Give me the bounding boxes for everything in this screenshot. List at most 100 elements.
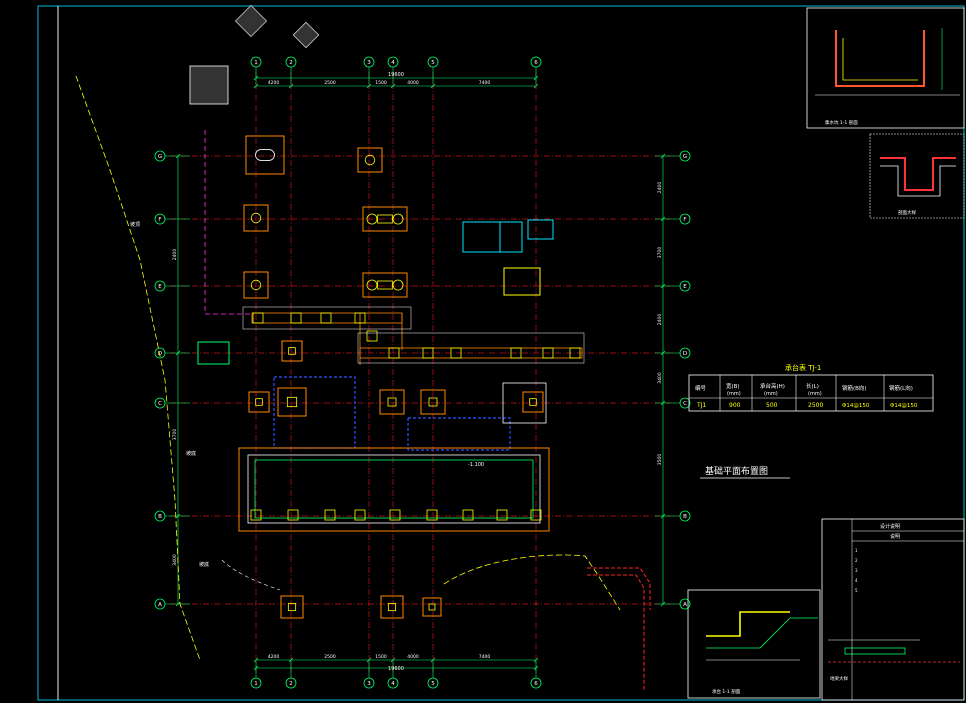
pile-cap — [380, 595, 404, 619]
total-dimension-bottom: 19600 — [388, 666, 404, 672]
axis-label-y: F — [683, 217, 686, 223]
title-block: 设计说明 说明 1 2 3 4 5 — [851, 519, 964, 700]
axis-label-y: D — [683, 351, 687, 357]
title-block-frame — [821, 518, 965, 701]
axis-label-x: 5 — [431, 60, 435, 66]
pile-core — [529, 398, 537, 406]
pile-cap — [379, 389, 405, 415]
axis-label-y: C — [683, 401, 687, 407]
title-block-item-4: 5 — [855, 588, 858, 593]
dim-text: 7400 — [479, 654, 491, 660]
pile-core — [286, 396, 298, 408]
water-tank-wall — [247, 454, 541, 524]
schedule-unit-1: (mm) — [727, 391, 741, 397]
column — [287, 509, 299, 521]
schedule-cell-3: 2500 — [808, 402, 823, 409]
left-note-0: 坡顶 — [130, 221, 140, 228]
axis-label-x: 2 — [289, 681, 293, 687]
detail-label-1: 集水坑 1-1 剖面 — [825, 119, 858, 126]
drain-line — [587, 567, 651, 610]
pile-core — [377, 280, 393, 290]
pile-core — [428, 397, 438, 407]
left-note-1: 坡底 — [186, 450, 196, 457]
pile-cap — [248, 391, 270, 413]
schedule-header-0: 编号 — [695, 384, 707, 392]
title-block-header: 设计说明 — [880, 523, 900, 530]
column — [426, 509, 438, 521]
title-block-item-0: 1 — [855, 548, 858, 553]
dim-text: 2400 — [172, 249, 178, 261]
tie-beam — [251, 312, 403, 324]
schedule-header-3: 长(L) — [806, 382, 819, 390]
schedule-cell-4: Φ14@150 — [842, 403, 870, 409]
schedule-header-2: 承台高(H) — [760, 382, 785, 390]
axis-label-x: 1 — [254, 681, 258, 687]
dim-text: 1500 — [375, 654, 387, 660]
axis-label-x: 6 — [534, 60, 538, 66]
title-block-sub: 说明 — [890, 533, 900, 540]
equipment-box — [462, 221, 501, 253]
slope-curve — [443, 554, 621, 611]
pile-circle — [366, 279, 378, 291]
axis-label-x: 1 — [254, 60, 258, 66]
dim-text: 1500 — [375, 80, 387, 86]
column — [354, 509, 366, 521]
equipment-box — [499, 221, 523, 253]
dim-text: 3700 — [172, 429, 178, 441]
slope-boundary-line — [75, 75, 201, 661]
pile-cap — [245, 135, 285, 175]
axis-label-x: 6 — [534, 681, 538, 687]
pile-cap — [280, 595, 304, 619]
pile-cap — [357, 147, 383, 173]
pile-core — [255, 398, 263, 406]
schedule-cell-0: TJ1 — [696, 402, 706, 409]
axis-label-y: F — [158, 217, 161, 223]
dim-text: 7400 — [479, 80, 491, 86]
pile-circle — [366, 213, 378, 225]
foundation-structure — [75, 5, 651, 690]
schedule-cell-2: 500 — [766, 402, 778, 409]
schedule-cell-1: 900 — [729, 402, 741, 409]
column — [290, 312, 302, 324]
detail3-section — [706, 611, 790, 637]
column — [542, 347, 554, 359]
water-tank-outer — [238, 447, 550, 532]
blue-zone — [407, 417, 511, 451]
dim-text: 4000 — [407, 80, 419, 86]
section-details — [706, 28, 960, 663]
schedule-title: 承台表 TJ-1 — [785, 363, 821, 372]
axis-label-y: G — [158, 154, 162, 160]
axis-label-x: 3 — [367, 60, 371, 66]
water-tank-inner — [254, 459, 534, 519]
pile-cap — [362, 206, 408, 232]
pile-core — [387, 602, 397, 612]
detail-frame-3 — [687, 589, 821, 699]
dim-text: 3700 — [657, 247, 663, 259]
axis-label-x: 3 — [367, 681, 371, 687]
detail2-section — [880, 157, 956, 191]
pile-cap — [281, 340, 303, 362]
pile-cap — [420, 389, 446, 415]
pile-cap — [277, 387, 307, 417]
column — [462, 509, 474, 521]
drawing-title: 基础平面布置图 — [705, 465, 768, 477]
footing-schedule: 承台表 TJ-1 编号 宽(B) 承台高(H) 长(L) 钢筋(B向) 钢筋(L… — [688, 363, 934, 412]
axis-label-y: D — [158, 351, 162, 357]
drain-line — [587, 574, 645, 690]
detail-label-4: 地梁大样 — [830, 675, 848, 682]
dim-text: 3400 — [657, 372, 663, 384]
pile-cap — [522, 391, 544, 413]
pile-circle — [364, 154, 376, 166]
pump-pit — [502, 382, 547, 424]
detail-label-2: 剖面大样 — [898, 209, 916, 216]
dim-text: 3500 — [657, 454, 663, 466]
title-block-item-2: 3 — [855, 568, 858, 573]
dim-text: 3400 — [172, 554, 178, 566]
pile-cap — [243, 204, 269, 232]
hatched-block — [189, 65, 229, 105]
schedule-header-4: 钢筋(B向) — [842, 384, 867, 392]
axis-label-x: 4 — [391, 681, 395, 687]
axis-label-x: 2 — [289, 60, 293, 66]
